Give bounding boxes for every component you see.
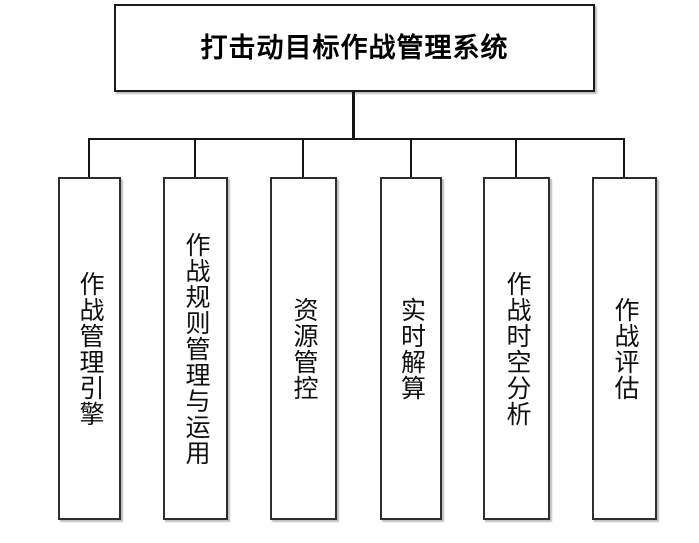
child-node-label: 作战管理引擎 [76, 270, 104, 427]
child-node-combat-management-engine: 作战管理引擎 [58, 177, 121, 520]
child-node-label: 实时解算 [397, 296, 426, 401]
child-node-combat-assessment: 作战评估 [592, 177, 657, 520]
root-node-label: 打击动目标作战管理系统 [200, 32, 509, 63]
connector-drop [623, 138, 625, 178]
root-node-box: 打击动目标作战管理系统 [114, 4, 595, 92]
connector-drop [515, 138, 517, 178]
connector-horizontal-bus [89, 138, 625, 140]
connector-drop [194, 138, 196, 178]
child-node-label: 作战规则管理与运用 [182, 231, 210, 466]
connector-drop [410, 138, 412, 178]
connector-drop [88, 138, 90, 178]
child-node-label: 资源管控 [290, 296, 318, 401]
child-node-resource-control: 资源管控 [270, 177, 337, 520]
child-node-label: 作战时空分析 [503, 270, 531, 427]
child-node-realtime-calculation: 实时解算 [380, 177, 442, 520]
connector-drop [302, 138, 304, 178]
connector-stem [352, 92, 355, 139]
child-node-label: 作战评估 [611, 296, 639, 401]
child-node-spatiotemporal-analysis: 作战时空分析 [483, 177, 550, 520]
child-node-combat-rules-management: 作战规则管理与运用 [163, 177, 228, 520]
